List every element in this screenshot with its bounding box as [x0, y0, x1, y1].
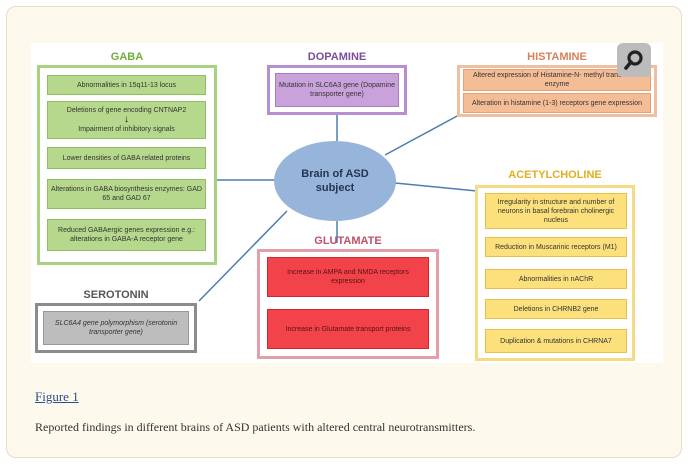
- acetylcholine-item: Irregularity in structure and number of …: [485, 193, 627, 229]
- glutamate-group: [257, 249, 439, 359]
- gaba-title: GABA: [110, 51, 144, 63]
- gaba-item: Alterations in GABA biosynthesis enzymes…: [47, 179, 206, 209]
- serotonin-group: [35, 303, 197, 353]
- acetylcholine-title: ACETYLCHOLINE: [508, 169, 602, 181]
- gaba-item: Deletions of gene encoding CNTNAP2 ↓ Imp…: [47, 101, 206, 139]
- connector-acetylcholine: [394, 182, 478, 192]
- histamine-title: HISTAMINE: [527, 51, 587, 63]
- figure-card: GABA Abnormalities in 15q11-13 locus Del…: [6, 6, 682, 458]
- histamine-item: Alteration in histamine (1-3) receptors …: [463, 93, 651, 113]
- zoom-magnifier-icon: [624, 50, 643, 70]
- gaba-item: Reduced GABAergic genes expression e.g.:…: [47, 219, 206, 251]
- acetylcholine-item: Deletions in CHRNB2 gene: [485, 299, 627, 319]
- dopamine-title: DOPAMINE: [307, 51, 367, 63]
- glutamate-item: Increase in AMPA and NMDA receptors expr…: [267, 257, 429, 297]
- acetylcholine-item: Reduction in Muscarinic receptors (M1): [485, 237, 627, 257]
- connector-histamine: [384, 114, 460, 156]
- diagram: GABA Abnormalities in 15q11-13 locus Del…: [31, 43, 663, 363]
- figure-link[interactable]: Figure 1: [35, 389, 79, 404]
- zoom-button[interactable]: [617, 43, 651, 77]
- connector-serotonin: [198, 210, 288, 302]
- acetylcholine-item: Abnormalities in nAChR: [485, 269, 627, 289]
- histamine-item: Altered expression of Histamine-N- methy…: [463, 69, 651, 91]
- connector-lines: [198, 114, 478, 302]
- histamine-group: [457, 65, 657, 117]
- glutamate-title: GLUTAMATE: [314, 235, 382, 247]
- figure-caption: Reported findings in different brains of…: [35, 420, 476, 434]
- acetylcholine-item: Duplication & mutations in CHRNA7: [485, 329, 627, 353]
- gaba-item: Abnormalities in 15q11-13 locus: [47, 75, 206, 95]
- dopamine-item: Mutation in SLC6A3 gene (Dopamine transp…: [275, 73, 399, 107]
- glutamate-item: Increase in Glutamate transport proteins: [267, 309, 429, 349]
- brain-center-node: Brain of ASD subject: [274, 141, 396, 221]
- serotonin-item: SLC6A4 gene polymorphism (serotonin tran…: [43, 311, 189, 345]
- dopamine-group: [267, 65, 407, 115]
- down-arrow-icon: ↓: [124, 114, 129, 125]
- gaba-group: [37, 65, 217, 265]
- gaba-item: Lower densities of GABA related proteins: [47, 147, 206, 169]
- serotonin-title: SEROTONIN: [83, 289, 149, 301]
- acetylcholine-group: [475, 185, 635, 361]
